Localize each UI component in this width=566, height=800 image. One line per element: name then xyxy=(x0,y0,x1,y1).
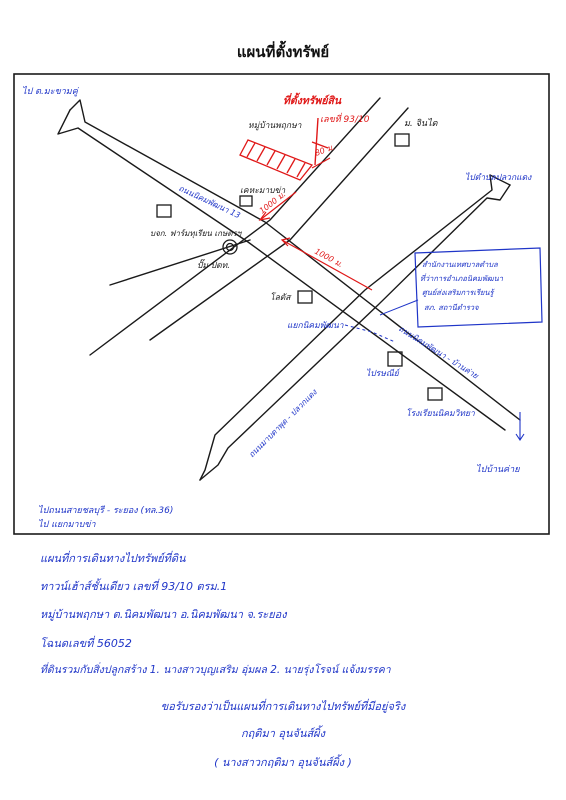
label-bank: บจก. ฟาร์มทุเรียน เกษตรฯ xyxy=(150,228,243,239)
note-line-1: แผนที่การเดินทางไปทรัพย์ที่ดิน xyxy=(40,552,186,565)
label-to-sw-1: ไปถนนสายชลบุรี - ระยอง (ทล.36) xyxy=(38,504,173,516)
label-to-sw-2: ไป แยกมาบข่า xyxy=(38,518,96,530)
note-line-7: กฤติมา อุนจันส์ผิ้ง xyxy=(240,727,325,740)
note-line-3: หมู่บ้านพฤกษา ต.นิคมพัฒนา อ.นิคมพัฒนา จ.… xyxy=(40,608,287,621)
school-building xyxy=(427,387,443,401)
ptt-icon xyxy=(222,239,238,255)
label-village: หมู่บ้านพฤกษา xyxy=(248,120,302,131)
label-property-2: เลขที่ 93/10 xyxy=(320,112,370,125)
note-line-6: ขอรับรองว่าเป็นแผนที่การเดินทางไปทรัพย์ท… xyxy=(160,700,406,713)
to-s-arrow xyxy=(515,412,525,441)
label-to-ne: ไปตำบลปลวกแดง xyxy=(465,172,532,183)
dist-1000-arrow xyxy=(258,191,297,221)
junction-dash xyxy=(344,324,396,343)
dist-1000-b-arrow xyxy=(280,237,373,291)
label-ketsarin: เคหะมาบข่า xyxy=(240,186,285,196)
label-tesco: โลตัส xyxy=(270,292,292,303)
dist-80-arrow xyxy=(311,157,331,169)
label-nikom-junction: แยกนิคมพัฒนา xyxy=(287,321,344,331)
map-frame xyxy=(13,73,550,535)
road-ne-sw-upper xyxy=(199,174,511,481)
label-gov-3: ศูนย์ส่งเสริมการเรียนรู้ xyxy=(422,288,496,297)
note-line-4: โฉนดเลขที่ 56052 xyxy=(40,637,132,650)
label-gov-2: ที่ว่าการอำเภอนิคมพัฒนา xyxy=(420,273,504,283)
label-gov-1: สำนักงานเทศบาลตำบล xyxy=(422,260,498,269)
ploenchit-building xyxy=(387,351,403,367)
note-line-8: ( นางสาวกฤติมา อุนจันส์ผิ้ง ) xyxy=(214,756,352,769)
tesco-building xyxy=(297,290,313,304)
road-ne-upper xyxy=(89,97,381,356)
road-ne-lower xyxy=(149,107,409,341)
label-to-s: ไปบ้านค่าย xyxy=(476,463,520,475)
property-marker xyxy=(311,117,329,166)
road-nw-se-lower xyxy=(57,109,506,431)
bank-building xyxy=(156,204,172,218)
label-ploenchit: ไปรษณีย์ xyxy=(366,368,401,379)
label-gov-4: สภ. สถานีตำรวจ xyxy=(424,303,479,312)
note-line-5: ที่ดินรวมกับสิ่งปลูกสร้าง 1. นางสาวบุญเส… xyxy=(40,664,391,676)
road-nw-se-upper xyxy=(69,99,521,421)
property-block xyxy=(239,139,314,181)
temple-building xyxy=(394,133,410,147)
label-property-1: ที่ตั้งทรัพย์สิน xyxy=(283,92,342,107)
note-line-2: ทาวน์เฮ้าส์ชั้นเดียว เลขที่ 93/10 ตรม.1 xyxy=(40,580,228,593)
page-title: แผนที่ตั้งทรัพย์ xyxy=(236,43,330,61)
label-school: โรงเรียนนิคมวิทยา xyxy=(406,408,475,419)
label-to-nw: ไป ต.มะขามคู่ xyxy=(22,85,80,97)
gov-box xyxy=(414,247,543,328)
road-ne-sw-lower xyxy=(199,184,511,481)
label-ptt: ปั๊ม ปตท. xyxy=(197,259,230,271)
ketsarin-building xyxy=(239,195,253,207)
label-temple: ม. จินได xyxy=(404,117,439,129)
